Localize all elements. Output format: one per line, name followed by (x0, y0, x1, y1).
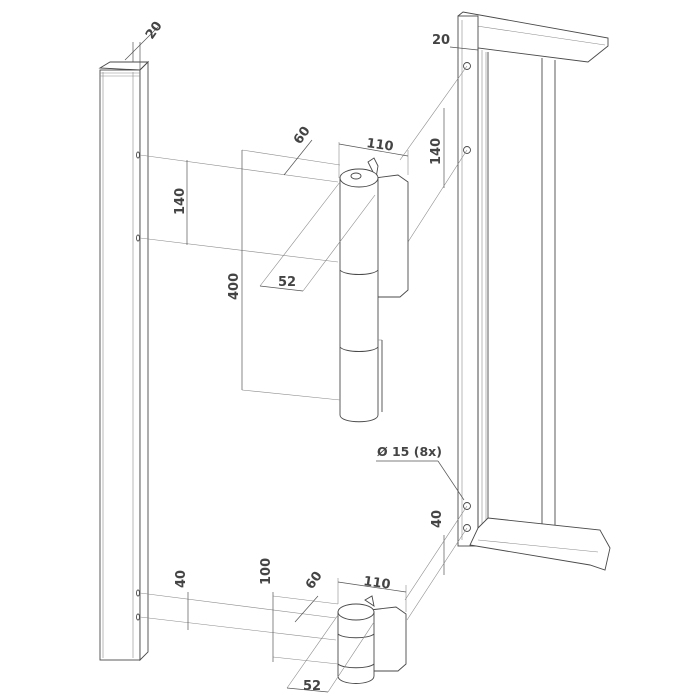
svg-text:400: 400 (227, 273, 242, 300)
lower-hinge (337, 595, 407, 684)
frame-offset-dim: 20 (432, 33, 479, 51)
svg-text:60: 60 (291, 124, 314, 147)
svg-text:110: 110 (362, 574, 391, 593)
upper-hinge-dims: 140 400 60 110 52 (139, 124, 409, 401)
frame-hole-spacing-top-label: 140 (429, 138, 444, 165)
svg-text:52: 52 (278, 275, 296, 290)
right-frame (457, 11, 611, 571)
svg-text:140: 140 (173, 188, 188, 215)
svg-text:110: 110 (365, 136, 394, 155)
svg-text:40: 40 (430, 510, 445, 528)
frame-hole-spacing-top-dim: 140 (399, 65, 468, 246)
lower-hinge-dims: 40 100 60 110 52 (139, 558, 407, 694)
svg-text:100: 100 (259, 558, 274, 585)
frame-offset-label: 20 (432, 33, 450, 48)
svg-text:Ø 15 (8x): Ø 15 (8x) (377, 444, 442, 459)
frame-hole-spacing-bottom-dim: 40 (404, 505, 468, 621)
left-post (98, 60, 150, 662)
svg-text:52: 52 (303, 679, 321, 694)
svg-text:60: 60 (303, 569, 326, 592)
upper-hinge (339, 157, 409, 423)
svg-text:40: 40 (174, 570, 189, 588)
hole-diameter-note: Ø 15 (8x) (376, 444, 465, 501)
